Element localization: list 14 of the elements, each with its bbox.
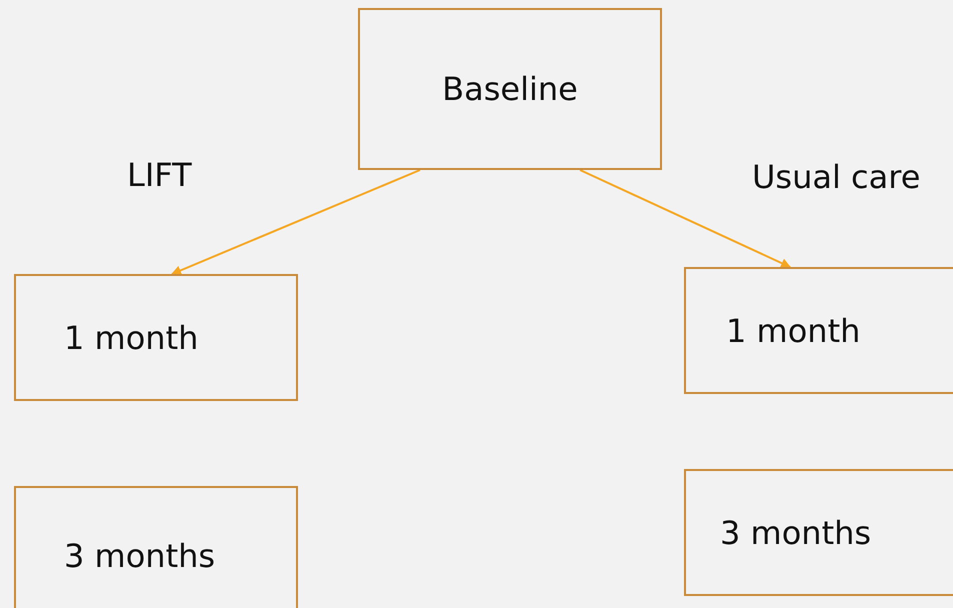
box-label: 3 months bbox=[64, 537, 216, 575]
box-label: 1 month bbox=[64, 318, 198, 356]
rectangle-box bbox=[684, 469, 953, 596]
box-label: 3 months bbox=[720, 514, 872, 552]
box-label: 1 month bbox=[726, 312, 860, 350]
arrow bbox=[580, 169, 791, 268]
rectangle-box bbox=[14, 486, 298, 608]
arrow bbox=[171, 169, 420, 276]
group-label: LIFT bbox=[127, 156, 192, 194]
rectangle-box bbox=[14, 274, 298, 401]
rectangle-box bbox=[684, 267, 953, 394]
group-label: Usual care bbox=[752, 158, 920, 196]
rectangle-box bbox=[358, 8, 662, 170]
box-label: Baseline bbox=[442, 70, 578, 108]
